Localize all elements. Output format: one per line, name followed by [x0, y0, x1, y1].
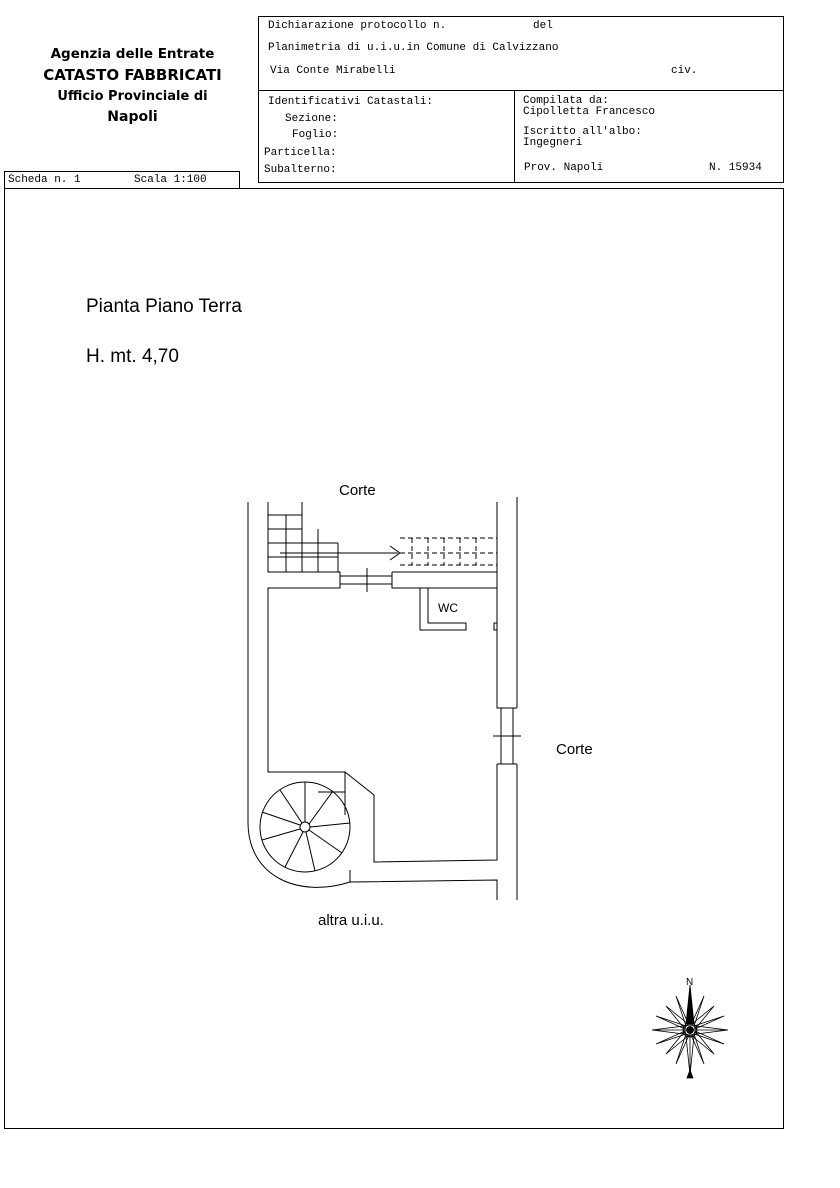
drawing-frame — [4, 188, 784, 1129]
particella-label: Particella: — [264, 147, 337, 159]
ufficio-city: Napoli — [107, 109, 158, 125]
stair-arrow — [280, 545, 401, 561]
left-outer-wall — [247, 502, 351, 888]
compass-north-label: N — [686, 977, 694, 988]
scala-label: Scala 1:100 — [134, 174, 207, 186]
albo-value: Ingegneri — [523, 137, 583, 149]
wc-door-mark — [493, 622, 498, 631]
compilata-label: Compilata da: — [523, 95, 609, 107]
right-door — [493, 708, 521, 764]
inner-partition — [391, 572, 497, 589]
stair-grid — [268, 502, 339, 572]
identificativi-title: Identificativi Catastali: — [268, 96, 434, 108]
corte-right-label: Corte — [556, 741, 593, 758]
identificativi-divider — [514, 90, 515, 183]
planimetria-label: Planimetria di u.i.u.in Comune di Calviz… — [268, 42, 559, 54]
subalterno-label: Subalterno: — [264, 164, 337, 176]
agency-name: Agenzia delle Entrate — [50, 46, 215, 62]
del-label: del — [533, 20, 553, 32]
civ-label: civ. — [671, 65, 698, 77]
wc-label: WC — [438, 601, 458, 615]
right-inner-wall — [344, 502, 517, 863]
spiral-stair-landing — [292, 771, 346, 815]
plan-title: Pianta Piano Terra — [86, 296, 242, 317]
prov-label: Prov. Napoli — [524, 162, 604, 174]
declaration-divider — [258, 90, 784, 91]
corte-top-label: Corte — [339, 482, 376, 499]
dichiarazione-label: Dichiarazione protocollo n. — [268, 20, 447, 32]
plan-height: H. mt. 4,70 — [86, 346, 179, 367]
compilata-name: Cipolletta Francesco — [523, 106, 656, 118]
iscritto-label: Iscritto all'albo: — [523, 126, 642, 138]
compass-rose — [651, 984, 729, 1079]
bottom-wall — [349, 870, 498, 900]
catasto-title: CATASTO FABBRICATI — [43, 66, 222, 84]
wc-partition — [419, 588, 467, 631]
sezione-label: Sezione: — [285, 113, 338, 125]
declaration-box — [258, 16, 784, 183]
registration-number: N. 15934 — [709, 162, 762, 174]
via-label: Via Conte Mirabelli — [270, 65, 396, 77]
agency-header: Agenzia delle Entrate CATASTO FABBRICATI… — [30, 44, 235, 128]
spiral-stair-core — [299, 821, 311, 833]
altra-uiu-label: altra u.i.u. — [318, 912, 384, 929]
ufficio-label: Ufficio Provinciale di — [57, 89, 208, 104]
spiral-stair-treads — [261, 782, 351, 872]
scheda-label: Scheda n. 1 — [8, 174, 81, 186]
stair-dashed — [400, 537, 497, 566]
foglio-label: Foglio: — [292, 129, 339, 141]
top-door — [340, 568, 392, 592]
